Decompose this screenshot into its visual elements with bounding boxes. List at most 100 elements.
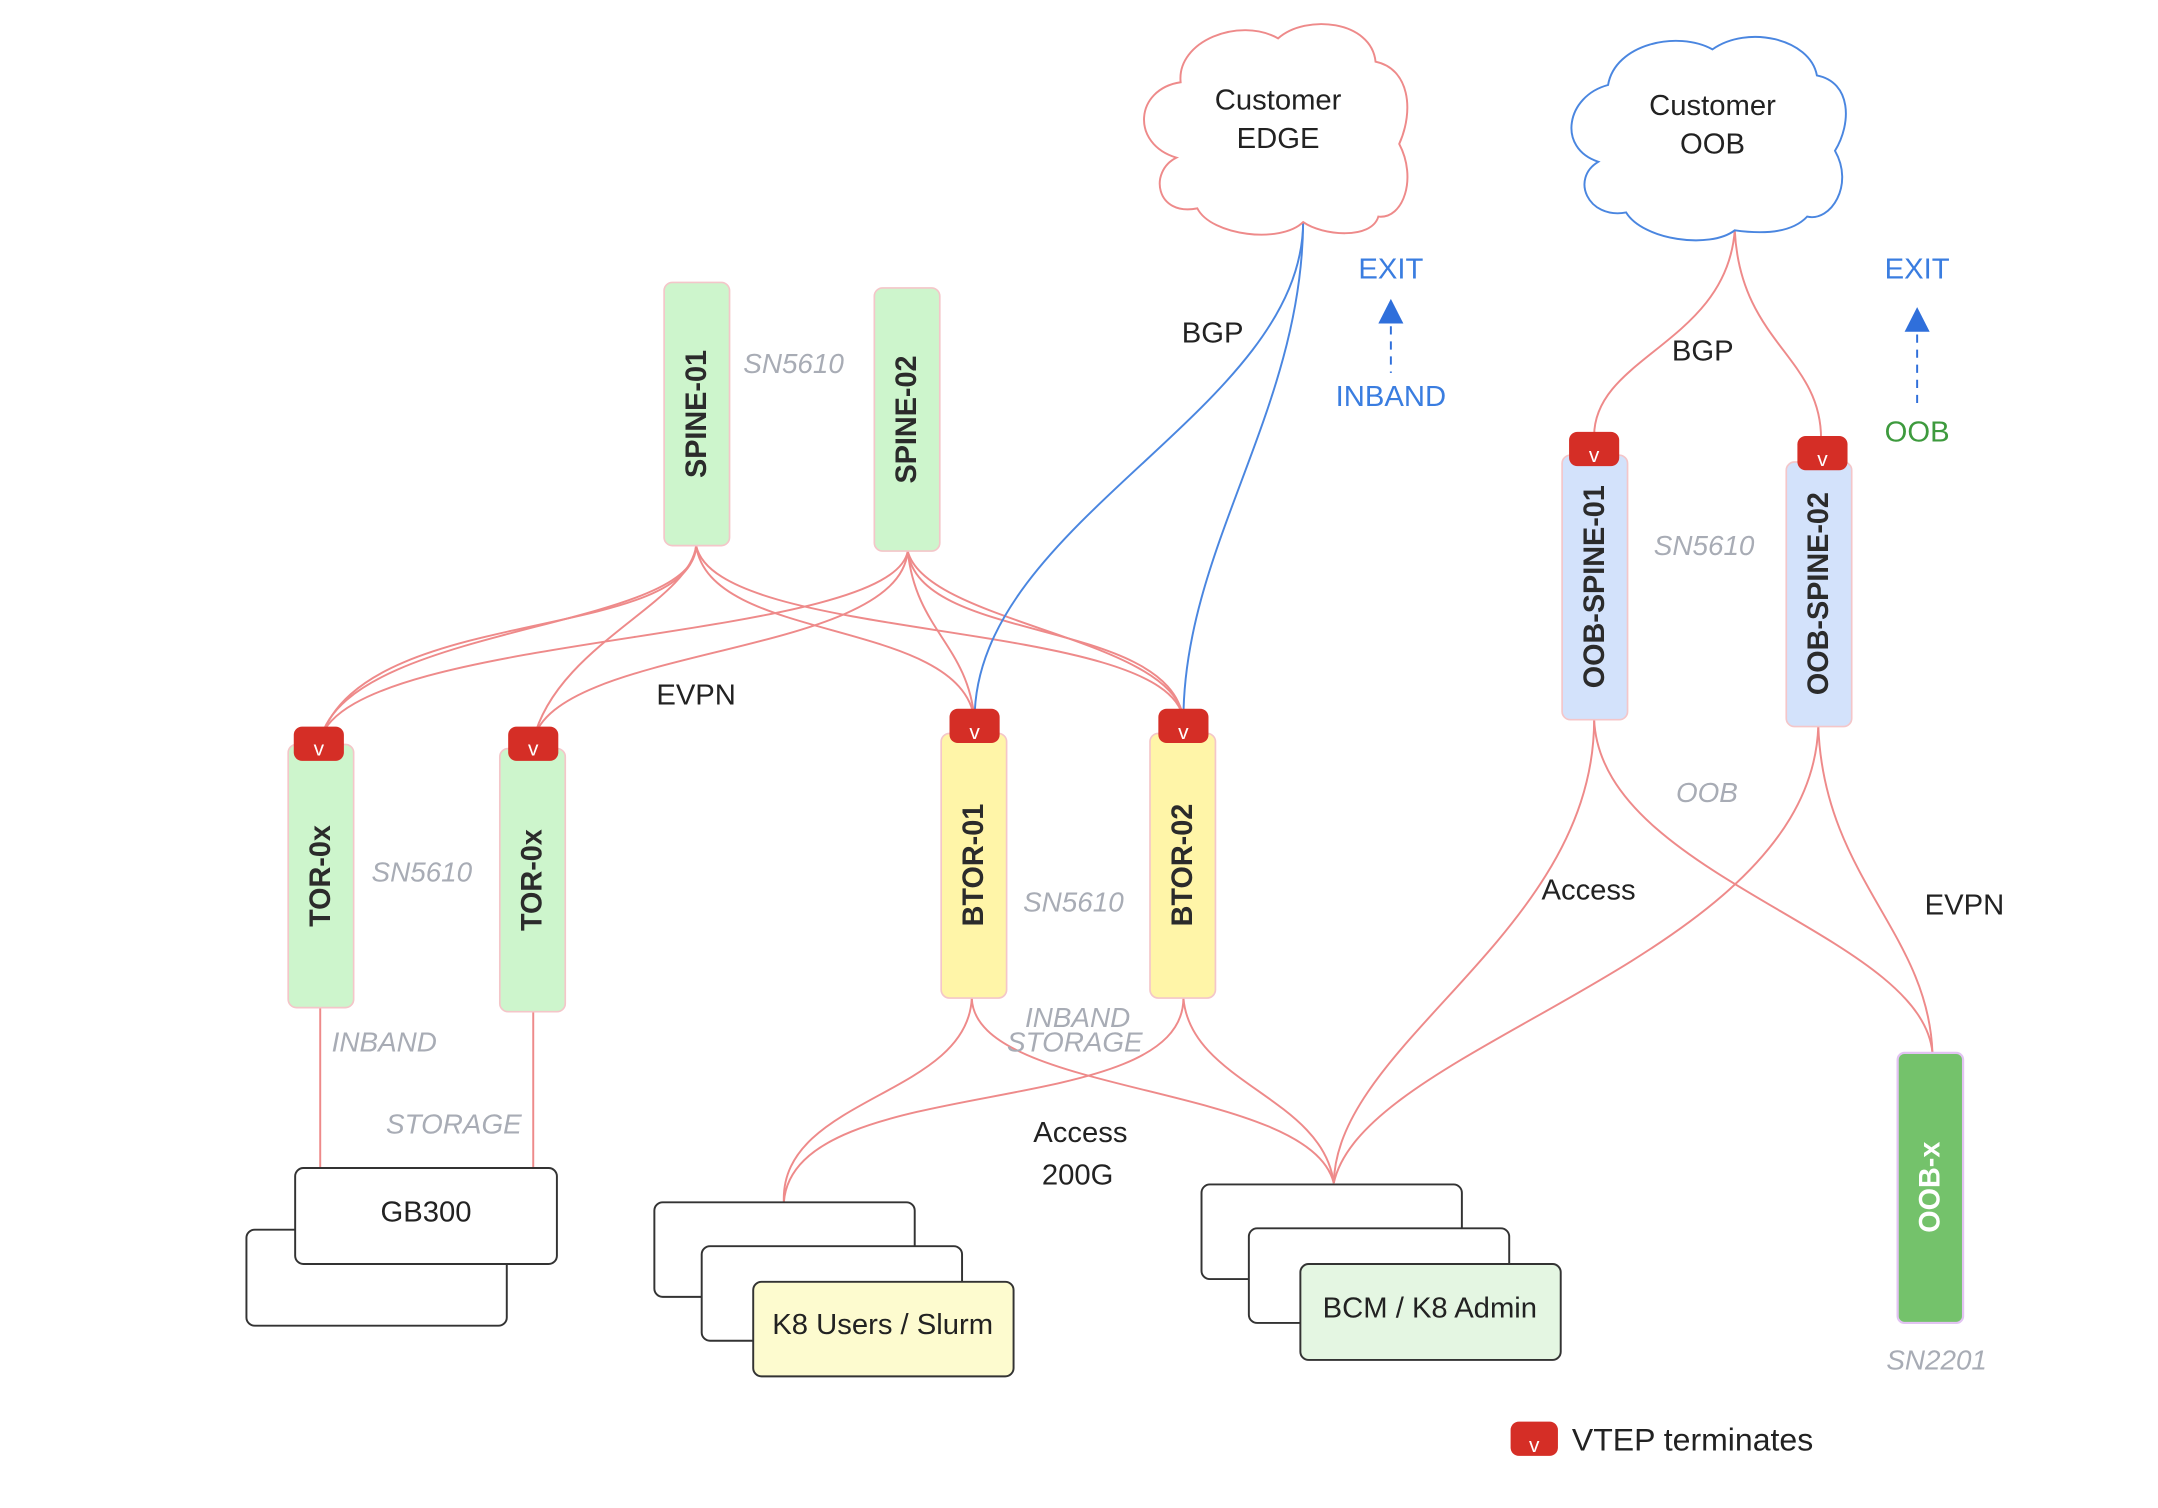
model-label-btor: SN5610 (1023, 887, 1124, 918)
network-label-tor-inband: INBAND (332, 1027, 437, 1058)
switch-label: TOR-0x (305, 825, 337, 927)
link-spine02-btor02 (906, 550, 1185, 720)
link-spine02-btor01 (906, 551, 976, 720)
cloud-oob-line2: OOB (1680, 129, 1745, 161)
link-spine01-btor02 (695, 545, 1185, 720)
label-evpn-fabric: EVPN (656, 680, 736, 712)
link-oobspine01-oobx (1593, 719, 1934, 1053)
switch-body (1896, 1051, 1965, 1325)
switch-label: OOB-SPINE-01 (1579, 485, 1611, 688)
server-stack-bcm-admin[interactable]: BCM / K8 Admin (1200, 1183, 1562, 1361)
network-label-btor-inband: INBAND (1025, 1002, 1130, 1033)
model-label-tor: SN5610 (372, 857, 473, 888)
exit-inband: EXIT INBAND (1336, 253, 1446, 412)
label-oob-access: Access (1541, 875, 1635, 907)
vtep-badge: v (1158, 708, 1209, 744)
link-btor01-bcm (970, 997, 1335, 1184)
cloud-edge-shape (1143, 23, 1409, 236)
switch-tor-b[interactable]: TOR-0x v (498, 726, 567, 1013)
legend-text: VTEP terminates (1572, 1422, 1813, 1458)
label-oob-evpn: EVPN (1925, 890, 2005, 922)
link-btor02-k8users (782, 998, 1185, 1203)
switch-oob-x[interactable]: OOB-x (1896, 1051, 1965, 1325)
switch-label: BTOR-02 (1167, 804, 1199, 927)
vtep-icon (1569, 431, 1620, 467)
vtep-marker: v (528, 738, 539, 761)
link-oobspine02-oobx (1817, 726, 1934, 1053)
exit-oob: EXIT OOB (1885, 253, 1950, 448)
link-spine02-tor-b (532, 551, 909, 741)
switch-tor-a[interactable]: TOR-0x v (287, 726, 355, 1009)
legend: v VTEP terminates (1510, 1421, 1813, 1458)
arrow-up-icon (1904, 307, 1930, 332)
vtep-icon (1158, 708, 1209, 744)
switch-label: TOR-0x (516, 829, 548, 931)
model-label-oob-spine: SN5610 (1654, 530, 1755, 561)
fabric-links (319, 222, 1934, 1203)
link-spine01-tor-a-2 (319, 545, 698, 741)
server-card-front (752, 1280, 1015, 1378)
server-stack-gb300[interactable]: GB300 (245, 1167, 558, 1327)
vtep-badge: v (1569, 431, 1620, 467)
switch-label: BTOR-01 (958, 804, 990, 927)
vtep-marker: v (314, 738, 325, 761)
cloud-oob-shape (1570, 36, 1847, 242)
vtep-marker: v (1817, 448, 1828, 471)
link-edge-btor02 (1182, 222, 1305, 720)
cloud-edge-line2: EDGE (1237, 123, 1320, 155)
server-stack-k8-users[interactable]: K8 Users / Slurm (653, 1201, 1015, 1378)
server-card-front (294, 1167, 558, 1265)
vtep-marker: v (1178, 721, 1189, 744)
server-label-gb300: GB300 (381, 1197, 472, 1229)
arrow-up-icon (1378, 298, 1404, 324)
link-oobcloud-oobspine02 (1733, 230, 1823, 439)
legend-marker: v (1529, 1434, 1540, 1457)
vtep-icon (508, 726, 559, 761)
cloud-customer-edge: Customer EDGE (1143, 23, 1409, 236)
switch-label: OOB-x (1914, 1142, 1946, 1233)
switch-btor-02[interactable]: BTOR-02 v (1149, 708, 1217, 999)
vtep-badge: v (1797, 435, 1848, 471)
vtep-icon (1510, 1421, 1558, 1456)
server-card-front (1299, 1263, 1562, 1361)
vtep-icon (293, 726, 344, 761)
label-oob-bgp: BGP (1672, 336, 1734, 368)
link-spine01-tor-a (319, 545, 698, 741)
vtep-badge: v (293, 726, 344, 761)
link-edge-btor01 (973, 222, 1305, 720)
link-oobspine01-bcm (1332, 719, 1596, 1184)
switch-label: SPINE-01 (681, 350, 713, 478)
exit-inband-label: EXIT (1358, 253, 1423, 285)
vtep-badge: v (949, 708, 1000, 744)
exit-oob-label: EXIT (1885, 253, 1950, 285)
cloud-oob-line1: Customer (1649, 90, 1776, 122)
network-label-btor-storage: STORAGE (1007, 1027, 1143, 1058)
link-btor02-bcm (1182, 997, 1335, 1184)
vtep-icon (949, 708, 1000, 744)
cloud-customer-oob: Customer OOB (1570, 36, 1847, 242)
link-spine02-tor-a (319, 550, 909, 741)
switch-btor-01[interactable]: BTOR-01 v (940, 708, 1008, 999)
network-label-oob: OOB (1676, 777, 1738, 808)
server-label-bcm-admin: BCM / K8 Admin (1323, 1293, 1537, 1325)
network-label-tor-storage: STORAGE (386, 1109, 522, 1140)
model-label-oob-x: SN2201 (1886, 1345, 1987, 1376)
switch-oob-spine-01[interactable]: OOB-SPINE-01 v (1561, 431, 1629, 721)
vtep-badge: v (508, 726, 559, 761)
cloud-edge-line1: Customer (1215, 85, 1342, 117)
server-label-k8-users: K8 Users / Slurm (772, 1309, 993, 1341)
link-btor01-k8users (782, 997, 973, 1203)
switch-spine-02[interactable]: SPINE-02 (873, 287, 941, 552)
link-oobspine02-bcm (1332, 726, 1820, 1184)
switch-body (873, 287, 941, 552)
exit-inband-source: INBAND (1336, 381, 1446, 413)
label-access-line2: 200G (1042, 1160, 1113, 1192)
exit-oob-source: OOB (1885, 417, 1950, 449)
switch-oob-spine-02[interactable]: OOB-SPINE-02 v (1785, 435, 1853, 728)
link-spine01-btor01 (695, 545, 976, 720)
model-label-spine: SN5610 (743, 348, 844, 379)
link-spine01-tor-b (532, 545, 698, 741)
vtep-marker: v (1589, 444, 1600, 467)
switch-spine-01[interactable]: SPINE-01 (663, 281, 731, 547)
